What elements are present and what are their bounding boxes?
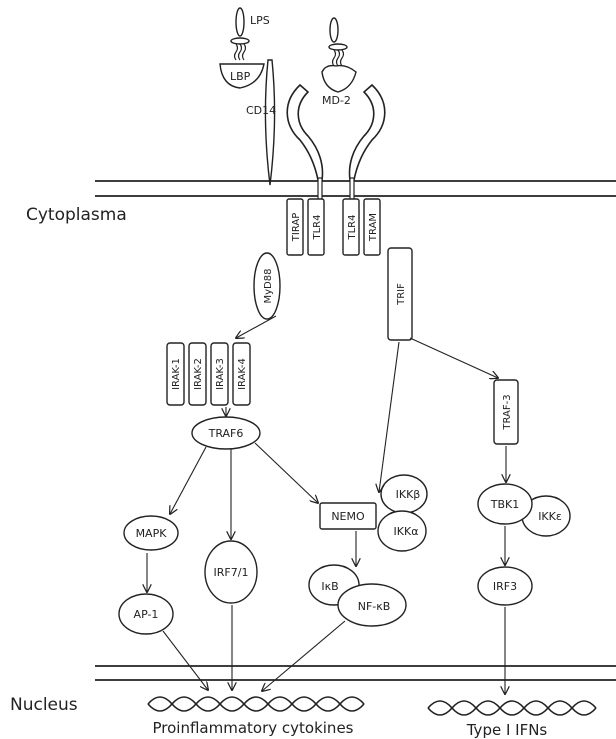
tbk1-complex: TBK1 IKKε bbox=[478, 484, 570, 536]
lbp-label: LBP bbox=[230, 70, 251, 83]
ikk-complex: NEMO IKKβ IKKα bbox=[320, 475, 427, 551]
tlr4-right-box: TLR4 bbox=[343, 199, 359, 255]
nucleus-label: Nucleus bbox=[10, 695, 78, 715]
tlr4-left-box: TLR4 bbox=[308, 199, 324, 255]
trif-node: TRIF bbox=[388, 248, 412, 340]
irak3-label: IRAK-3 bbox=[215, 358, 226, 390]
irf3-label: IRF3 bbox=[493, 580, 517, 593]
irf71-node: IRF7/1 bbox=[205, 541, 257, 603]
ikb-nfkb-complex: IκB NF-κB bbox=[309, 565, 406, 626]
trif-label: TRIF bbox=[396, 283, 407, 306]
ikkb-label: IKKβ bbox=[396, 488, 421, 501]
nfkb-label: NF-κB bbox=[358, 600, 391, 613]
irak4-label: IRAK-4 bbox=[237, 358, 248, 390]
tram-box: TRAM bbox=[364, 199, 380, 255]
md2-label: MD-2 bbox=[322, 94, 351, 107]
tlr4-left-label: TLR4 bbox=[312, 215, 323, 241]
ikke-label: IKKε bbox=[538, 510, 562, 523]
lps-label: LPS bbox=[250, 14, 270, 27]
irf71-label: IRF7/1 bbox=[214, 566, 249, 579]
ap1-node: AP-1 bbox=[119, 594, 173, 634]
ikka-label: IKKα bbox=[394, 525, 419, 538]
irak2-label: IRAK-2 bbox=[193, 358, 204, 390]
nemo-label: NEMO bbox=[331, 510, 365, 523]
irak1-label: IRAK-1 bbox=[171, 358, 182, 390]
type1-ifns-label: Type I IFNs bbox=[466, 721, 548, 739]
myd88-label: MyD88 bbox=[263, 269, 274, 304]
cd14-label: CD14 bbox=[246, 104, 276, 117]
arrow-traf6-nemo bbox=[255, 443, 318, 503]
tlr4-right-label: TLR4 bbox=[347, 215, 358, 241]
nuclear-membrane bbox=[95, 666, 616, 680]
proinflammatory-cytokines-label: Proinflammatory cytokines bbox=[153, 719, 354, 737]
traf6-node: TRAF6 bbox=[192, 417, 260, 449]
mapk-node: MAPK bbox=[124, 516, 178, 550]
dna-type1-ifn bbox=[428, 701, 596, 715]
cytoplasm-label: Cytoplasma bbox=[26, 205, 127, 225]
arrow-trif-traf3 bbox=[410, 338, 498, 378]
arrow-traf6-mapk bbox=[170, 447, 206, 514]
tirap-box: TIRAP bbox=[287, 199, 303, 255]
mapk-label: MAPK bbox=[136, 527, 168, 540]
tram-label: TRAM bbox=[368, 213, 379, 242]
traf6-label: TRAF6 bbox=[208, 427, 244, 440]
irak-group: IRAK-1 IRAK-2 IRAK-3 IRAK-4 bbox=[167, 343, 250, 405]
ap1-label: AP-1 bbox=[134, 608, 159, 621]
md2-complex: MD-2 bbox=[322, 18, 356, 107]
arrow-trif-nemo bbox=[379, 342, 399, 492]
dna-proinflammatory bbox=[148, 697, 364, 711]
tirap-label: TIRAP bbox=[291, 213, 302, 242]
arrow-myd88-irak bbox=[236, 316, 276, 338]
lps-lbp-complex: LPS LBP bbox=[220, 8, 270, 88]
myd88-node: MyD88 bbox=[254, 253, 280, 319]
traf3-label: TRAF-3 bbox=[502, 394, 513, 430]
ikb-label: IκB bbox=[321, 580, 338, 593]
irf3-node: IRF3 bbox=[478, 567, 532, 605]
plasma-membrane bbox=[95, 181, 616, 196]
arrow-ap1-nucleus bbox=[163, 631, 208, 690]
traf3-node: TRAF-3 bbox=[494, 380, 518, 444]
tbk1-label: TBK1 bbox=[490, 498, 519, 511]
